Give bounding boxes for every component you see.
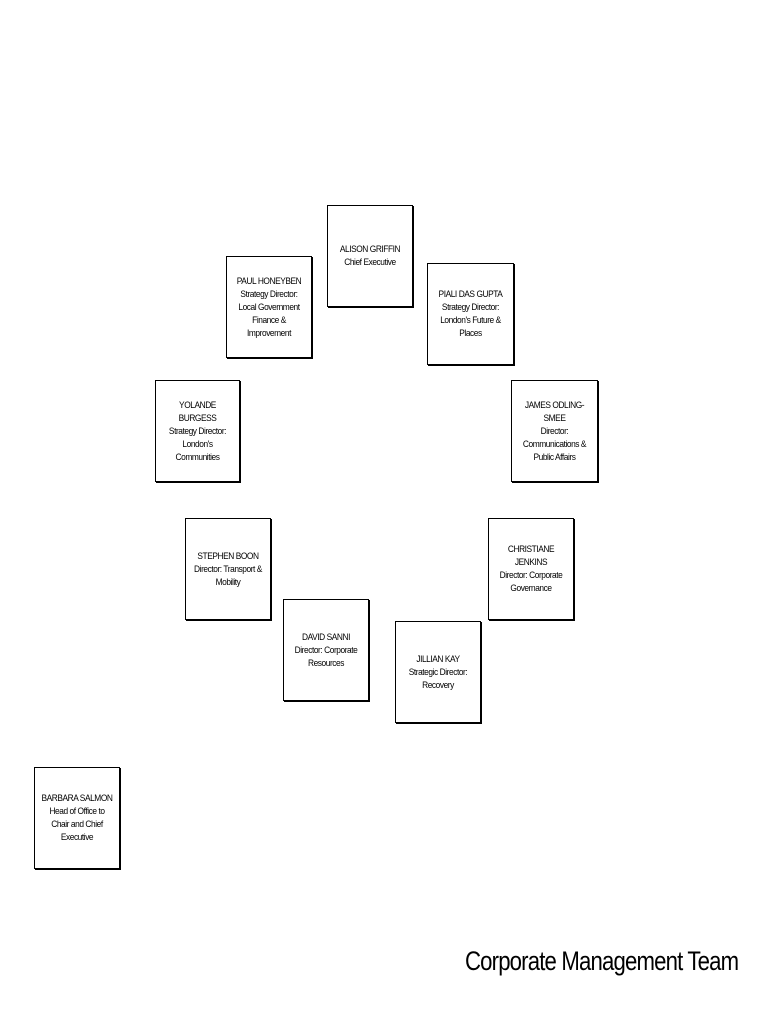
node-name: DAVID SANNI (302, 631, 350, 643)
node-name: CHRISTIANE JENKINS (507, 544, 555, 568)
node-paul-honeyben: PAUL HONEYBEN Strategy Director: Local G… (226, 256, 312, 358)
node-alison-griffin: ALISON GRIFFIN Chief Executive (327, 205, 413, 307)
node-role: Strategic Director: Recovery (408, 666, 468, 691)
node-name: JILLIAN KAY (416, 653, 460, 665)
node-christiane-jenkins: CHRISTIANE JENKINS Director: Corporate G… (488, 518, 574, 620)
node-role: Director: Corporate Governance (499, 570, 563, 594)
node-stephen-boon: STEPHEN BOON Director: Transport & Mobil… (185, 518, 271, 620)
node-role: Director: Corporate Resources (294, 644, 358, 669)
node-yolande-burgess: YOLANDE BURGESS Strategy Director: Londo… (155, 380, 240, 482)
node-name: YOLANDE BURGESS (178, 399, 217, 424)
node-role: Director: Communications & Public Affair… (522, 425, 587, 463)
node-name: PAUL HONEYBEN (236, 275, 302, 287)
node-role: Strategy Director: London's Communities (168, 425, 227, 463)
node-role: Director: Transport & Mobility (194, 563, 262, 588)
node-role: Strategy Director: London's Future & Pla… (440, 302, 501, 339)
node-piali-das-gupta: PIALI DAS GUPTA Strategy Director: Londo… (427, 263, 514, 365)
node-barbara-salmon: BARBARA SALMON Head of Office to Chair a… (34, 767, 120, 869)
node-james-odling-smee: JAMES ODLING-SMEE Director: Communicatio… (511, 380, 598, 482)
diagram-title: Corporate Management Team (464, 946, 739, 976)
node-role: Head of Office to Chair and Chief Execut… (49, 806, 105, 843)
node-role: Strategy Director: Local Government Fina… (238, 288, 300, 339)
node-name: ALISON GRIFFIN (339, 244, 401, 255)
node-jillian-kay: JILLIAN KAY Strategic Director: Recovery (395, 621, 481, 723)
node-role: Chief Executive (344, 257, 396, 268)
node-name: PIALI DAS GUPTA (438, 289, 503, 300)
node-name: JAMES ODLING-SMEE (524, 399, 585, 424)
node-david-sanni: DAVID SANNI Director: Corporate Resource… (283, 599, 369, 701)
node-name: STEPHEN BOON (197, 550, 259, 562)
node-name: BARBARA SALMON (41, 793, 113, 804)
